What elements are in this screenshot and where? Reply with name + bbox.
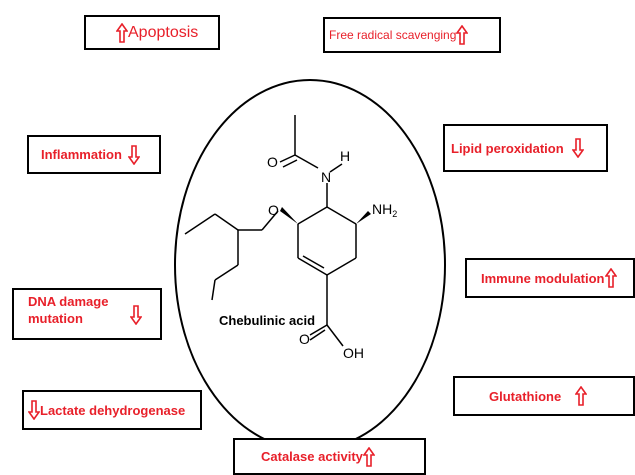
label-immune: Immune modulation: [481, 270, 605, 286]
label-lactate: Lactate dehydrogenase: [40, 402, 186, 418]
atom-o-ether: O: [268, 202, 279, 218]
wedge-bond: [280, 207, 298, 224]
box-apoptosis: Apoptosis: [84, 15, 220, 50]
label-apoptosis: Apoptosis: [128, 23, 199, 41]
arrow-down-icon: [130, 305, 143, 325]
label-dna-line2: mutation: [28, 311, 83, 326]
atom-h: H: [340, 148, 350, 164]
box-lactate: Lactate dehydrogenase: [22, 390, 202, 430]
wedge-bond: [356, 211, 371, 224]
box-free-radical: Free radical scavenging: [323, 17, 501, 53]
arrow-up-icon: [362, 446, 375, 467]
bond-lines: [184, 115, 357, 347]
label-inflammation: Inflammation: [41, 147, 122, 162]
label-glutathione: Glutathione: [489, 388, 562, 404]
label-lipid: Lipid peroxidation: [451, 140, 564, 156]
arrow-down-icon: [127, 144, 140, 165]
arrow-up-icon: [575, 386, 588, 406]
arrow-up-icon: [456, 25, 469, 45]
atom-nh2: NH2: [372, 201, 397, 219]
label-free-radical: Free radical scavenging: [329, 28, 457, 42]
label-catalase: Catalase activity: [261, 449, 363, 464]
box-glutathione: Glutathione: [453, 376, 635, 416]
box-lipid: Lipid peroxidation: [443, 124, 608, 172]
arrow-down-icon: [28, 400, 40, 420]
box-inflammation: Inflammation: [27, 135, 161, 174]
arrow-up-icon: [116, 22, 128, 43]
atom-oh: OH: [343, 345, 364, 361]
atom-o-carbonyl: O: [267, 154, 278, 170]
box-immune: Immune modulation: [465, 258, 635, 298]
arrow-down-icon: [571, 138, 584, 158]
molecule-name: Chebulinic acid: [219, 313, 315, 328]
label-dna-line1: DNA damage: [28, 294, 109, 309]
box-dna: DNA damage mutation: [12, 288, 162, 340]
atom-n: N: [321, 169, 331, 185]
arrow-up-icon: [604, 268, 617, 288]
atom-o-acid: O: [299, 331, 310, 347]
box-catalase: Catalase activity: [233, 438, 426, 475]
